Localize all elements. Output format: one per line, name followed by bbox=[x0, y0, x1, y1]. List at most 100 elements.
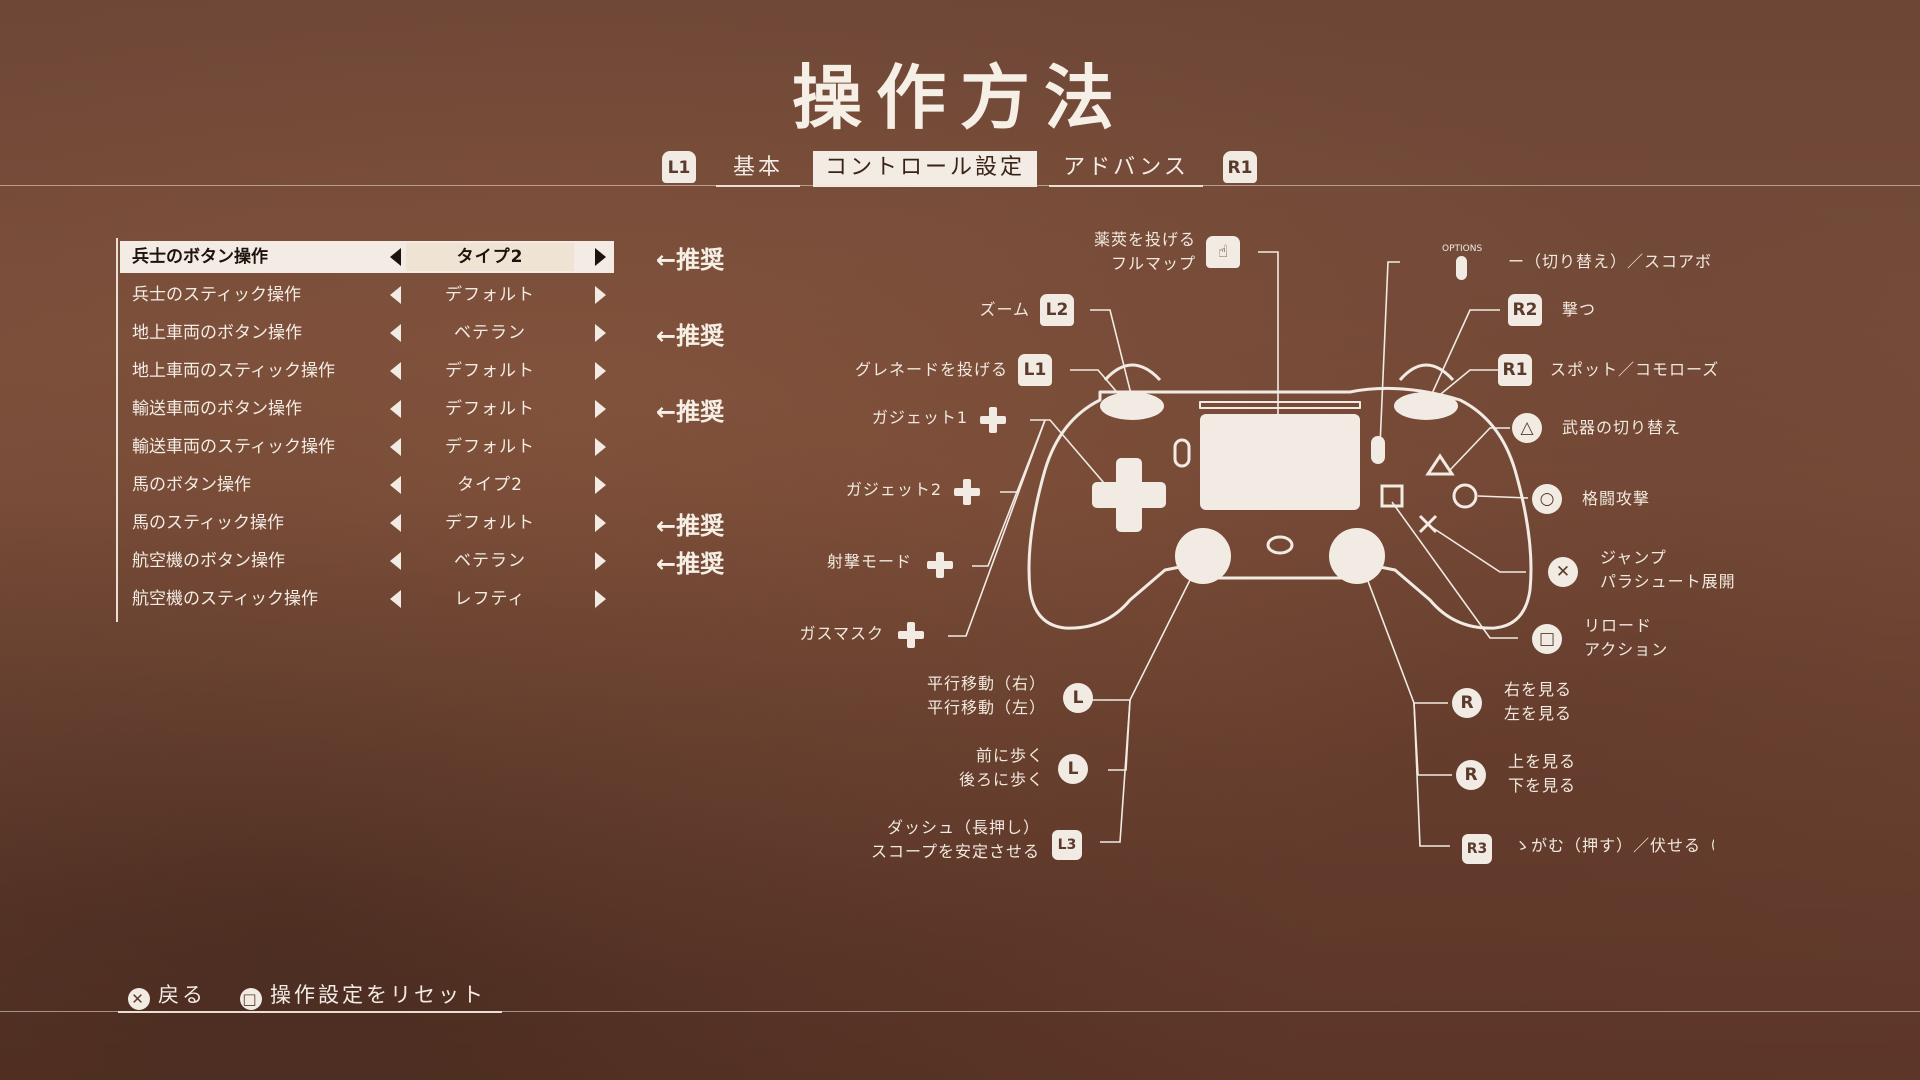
square-label-line2: アクション bbox=[1584, 640, 1669, 659]
r3-label: ゝがむ（押す）／伏せる（! bbox=[1514, 836, 1714, 855]
setting-label: 兵士のスティック操作 bbox=[132, 285, 301, 305]
arrow-right-icon[interactable] bbox=[595, 362, 606, 380]
setting-value: デフォルト bbox=[445, 399, 535, 419]
setting-row[interactable]: 兵士のボタン操作タイプ2 bbox=[120, 241, 614, 273]
arrow-left-icon[interactable] bbox=[390, 362, 401, 380]
back-button[interactable]: ✕戻る bbox=[118, 979, 232, 1013]
list-indicator-bar bbox=[116, 238, 118, 622]
value-highlight bbox=[406, 243, 574, 271]
setting-label: 輸送車両のボタン操作 bbox=[132, 399, 302, 419]
recommended-tag: ←推奨 bbox=[656, 246, 725, 274]
arrow-left-icon[interactable] bbox=[390, 438, 401, 456]
arrow-right-icon[interactable] bbox=[595, 286, 606, 304]
setting-row[interactable]: 兵士のスティック操作 デフォルト bbox=[120, 279, 614, 311]
right-stick-shape bbox=[1329, 528, 1385, 584]
cross-button-icon: ✕ bbox=[128, 988, 150, 1010]
triangle-icon: △ bbox=[1512, 413, 1542, 443]
options-icon bbox=[1456, 256, 1467, 280]
l1-label: グレネードを投げる bbox=[854, 360, 1008, 379]
options-text: OPTIONS bbox=[1442, 244, 1483, 254]
setting-row[interactable]: 航空機のスティック操作レフティ bbox=[120, 583, 614, 615]
r2-label: 撃つ bbox=[1562, 300, 1597, 319]
l3-label-line2: スコープを安定させる bbox=[870, 842, 1040, 861]
circle-icon: ○ bbox=[1532, 484, 1562, 514]
arrow-left-icon[interactable] bbox=[390, 248, 401, 266]
arrow-right-icon[interactable] bbox=[595, 476, 606, 494]
dpad-left-icon bbox=[898, 622, 924, 648]
touchpad-icon: ☝ bbox=[1206, 236, 1240, 268]
setting-row[interactable]: 地上車両のスティック操作 デフォルト bbox=[120, 355, 614, 387]
setting-label: 地上車両のスティック操作 bbox=[132, 361, 335, 381]
square-label-line1: リロード bbox=[1584, 616, 1653, 635]
setting-row[interactable]: 地上車両のボタン操作ベテラン bbox=[120, 317, 614, 349]
left-stick-h-label: 平行移動（右） 平行移動（左） bbox=[880, 672, 1046, 720]
setting-label: 輸送車両のスティック操作 bbox=[132, 437, 335, 457]
arrow-left-icon[interactable] bbox=[390, 324, 401, 342]
page-title: 操作方法 bbox=[792, 57, 1128, 139]
setting-value: タイプ2 bbox=[457, 475, 523, 495]
arrow-left-icon[interactable] bbox=[390, 590, 401, 608]
arrow-right-icon[interactable] bbox=[595, 248, 606, 266]
l1-shape bbox=[1100, 392, 1164, 420]
right-stick-v-line1: 上を見る bbox=[1508, 752, 1577, 771]
options-label: ー（切り替え）／スコアボ bbox=[1508, 252, 1713, 271]
setting-label: 馬のスティック操作 bbox=[132, 513, 284, 533]
tab-basic[interactable]: 基本 bbox=[716, 151, 800, 187]
setting-row[interactable]: 馬のボタン操作 タイプ2 bbox=[120, 469, 614, 501]
l1-bumper-icon[interactable]: L1 bbox=[662, 151, 696, 183]
right-stick-h-line2: 左を見る bbox=[1504, 704, 1573, 723]
dpad-left-label: ガスマスク bbox=[799, 624, 884, 643]
setting-value: デフォルト bbox=[445, 361, 535, 381]
arrow-left-icon[interactable] bbox=[390, 400, 401, 418]
setting-row[interactable]: 輸送車両のボタン操作 デフォルト bbox=[120, 393, 614, 425]
arrow-left-icon[interactable] bbox=[390, 286, 401, 304]
setting-row[interactable]: 輸送車両のスティック操作 デフォルト bbox=[120, 431, 614, 463]
setting-label: 航空機のスティック操作 bbox=[132, 589, 318, 609]
arrow-left-icon[interactable] bbox=[390, 552, 401, 570]
r1-button-icon: R1 bbox=[1498, 354, 1532, 386]
r1-shape bbox=[1394, 392, 1458, 420]
left-stick-v-label: 前に歩く 後ろに歩く bbox=[900, 744, 1044, 792]
setting-value: デフォルト bbox=[445, 285, 535, 305]
dpad-down-label: 射撃モード bbox=[826, 552, 912, 571]
setting-value: デフォルト bbox=[445, 437, 535, 457]
tab-divider bbox=[0, 185, 1920, 186]
right-stick-v-line2: 下を見る bbox=[1508, 776, 1577, 795]
l1-button-icon: L1 bbox=[1018, 354, 1052, 386]
left-stick-icon: L bbox=[1063, 683, 1093, 713]
reset-controls-button[interactable]: □操作設定をリセット bbox=[230, 979, 502, 1013]
right-stick-v-label: 上を見る 下を見る bbox=[1508, 750, 1576, 798]
l2-button-icon: L2 bbox=[1040, 294, 1074, 326]
r1-label: スポット／コモローズ bbox=[1550, 360, 1720, 379]
dpad-up-label: ガジェット1 bbox=[871, 408, 968, 427]
arrow-right-icon[interactable] bbox=[595, 590, 606, 608]
triangle-label: 武器の切り替え bbox=[1562, 418, 1682, 437]
setting-row[interactable]: 航空機のボタン操作ベテラン bbox=[120, 545, 614, 577]
left-stick-h-line2: 平行移動（左） bbox=[926, 698, 1046, 717]
arrow-right-icon[interactable] bbox=[595, 514, 606, 532]
dpad-up-icon bbox=[980, 407, 1006, 433]
arrow-right-icon[interactable] bbox=[595, 324, 606, 342]
l3-label: ダッシュ（長押し） スコープを安定させる bbox=[850, 816, 1040, 864]
square-icon: □ bbox=[1532, 624, 1562, 654]
arrow-left-icon[interactable] bbox=[390, 476, 401, 494]
arrow-right-icon[interactable] bbox=[595, 400, 606, 418]
footer-divider bbox=[0, 1011, 1920, 1012]
r1-bumper-icon[interactable]: R1 bbox=[1223, 151, 1257, 183]
tab-control-settings[interactable]: コントロール設定 bbox=[813, 151, 1037, 187]
cross-label-line1: ジャンプ bbox=[1600, 548, 1667, 567]
recommended-tag: ←推奨 bbox=[656, 398, 725, 426]
square-label: リロード アクション bbox=[1584, 614, 1668, 662]
setting-label: 兵士のボタン操作 bbox=[132, 247, 268, 267]
cross-label-line2: パラシュート展開 bbox=[1600, 572, 1736, 591]
tab-advanced[interactable]: アドバンス bbox=[1049, 151, 1203, 187]
cross-label: ジャンプ パラシュート展開 bbox=[1600, 546, 1736, 594]
arrow-right-icon[interactable] bbox=[595, 438, 606, 456]
arrow-right-icon[interactable] bbox=[595, 552, 606, 570]
right-stick-icon: R bbox=[1452, 688, 1482, 718]
arrow-left-icon[interactable] bbox=[390, 514, 401, 532]
setting-label: 地上車両のボタン操作 bbox=[132, 323, 302, 343]
right-stick-h-line1: 右を見る bbox=[1504, 680, 1573, 699]
setting-label: 馬のボタン操作 bbox=[132, 475, 251, 495]
setting-row[interactable]: 馬のスティック操作デフォルト bbox=[120, 507, 614, 539]
